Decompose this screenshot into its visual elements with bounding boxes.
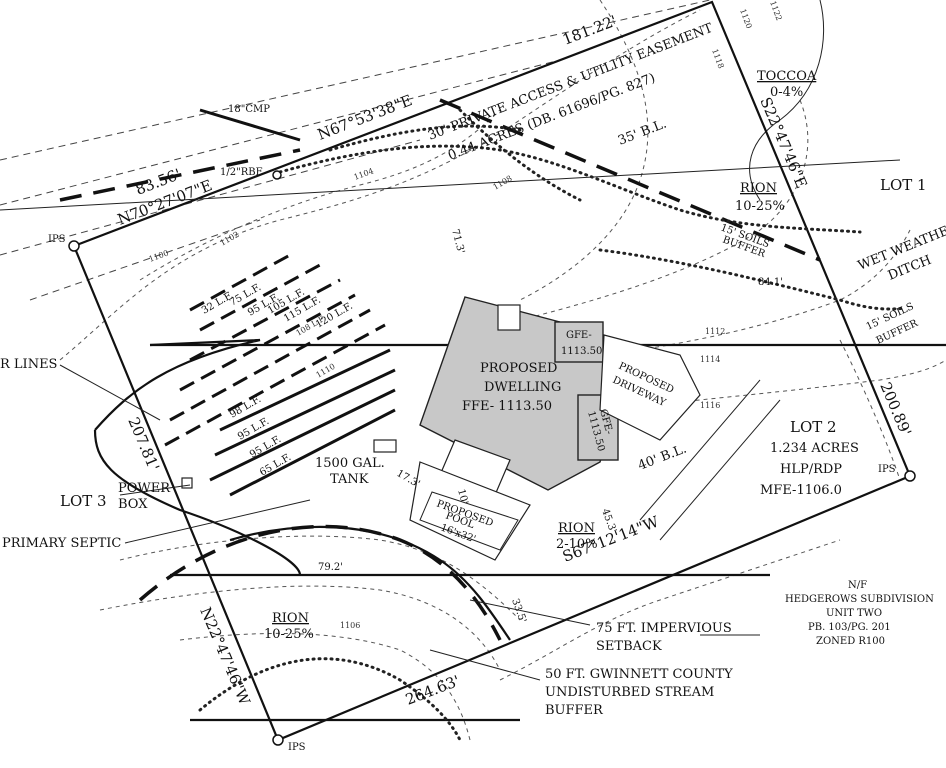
dim-79: 79.2' xyxy=(318,562,343,573)
stream-label-1: 50 FT. GWINNETT COUNTY xyxy=(545,667,733,682)
soil-rion-1: RION xyxy=(740,181,777,196)
contour-label-1102: 1102 xyxy=(219,230,241,248)
dist-top: 181.22' xyxy=(560,12,619,49)
pool-dim: 10' xyxy=(455,488,470,506)
dist-bottom: 264.63' xyxy=(403,672,462,709)
ips-label-tl: IPS xyxy=(48,234,66,245)
tank-label-2: TANK xyxy=(330,472,369,487)
dim-45: 45.3' xyxy=(599,507,618,534)
ips-marker-tl xyxy=(68,240,80,252)
ips-marker-r xyxy=(904,470,916,482)
contour-label-1120: 1120 xyxy=(738,8,753,30)
contour-label-1106: 1106 xyxy=(340,621,360,630)
contour-label-1114: 1114 xyxy=(700,355,720,364)
septic-area xyxy=(93,338,511,641)
rbf-marker xyxy=(272,170,282,180)
lot3-label: LOT 3 xyxy=(60,492,107,510)
soil-rion-1-slope: 10-25% xyxy=(735,199,785,214)
contour-label-1116: 1116 xyxy=(700,401,720,410)
dim-84: 84.1' xyxy=(758,277,783,288)
lines-left-label: R LINES xyxy=(0,357,57,372)
power-label-2: BOX xyxy=(118,497,148,512)
proposed-driveway xyxy=(599,334,701,441)
septic-field-lines xyxy=(164,253,396,497)
bearing-right: S22°47'46"E xyxy=(756,95,810,191)
septic-tank xyxy=(181,439,397,489)
power-label-1: POWER xyxy=(118,481,171,496)
contour-label-1122: 1122 xyxy=(768,0,783,22)
dwelling-label-3: FFE- 1113.50 xyxy=(462,399,552,414)
proposed-dwelling xyxy=(419,296,619,491)
bl-35: 35' B.L. xyxy=(616,117,669,149)
contour-label-1108: 1108 xyxy=(492,174,514,192)
contour-label-1100: 1100 xyxy=(148,248,170,263)
nf-label-3: UNIT TWO xyxy=(826,608,882,619)
stream-label-2: UNDISTURBED STREAM xyxy=(545,685,714,700)
ips-label-r: IPS xyxy=(878,464,896,475)
stream-label-3: BUFFER xyxy=(545,703,604,718)
soil-toccoa-slope: 0-4% xyxy=(770,85,803,100)
ips-label-b: IPS xyxy=(288,742,306,753)
dim-33: 33.5' xyxy=(509,597,528,624)
lot1-label: LOT 1 xyxy=(880,176,927,194)
nf-label-5: ZONED R100 xyxy=(816,636,885,647)
nf-label-2: HEDGEROWS SUBDIVISION xyxy=(785,594,934,605)
impervious-label-1: 75 FT. IMPERVIOUS xyxy=(596,621,732,636)
soil-rion-2: RION xyxy=(558,521,595,536)
dwelling-label-2: DWELLING xyxy=(484,380,561,395)
contour-label-1112: 1112 xyxy=(705,327,725,336)
soil-buffer-lines xyxy=(198,108,907,742)
cmp-label: 18"CMP xyxy=(228,104,270,115)
impervious-label-2: SETBACK xyxy=(596,639,662,654)
dim-71: 71.3' xyxy=(449,228,466,255)
gfe-label-1: GFE- xyxy=(566,330,592,341)
rbf-label: 1/2"RBF xyxy=(220,167,263,178)
lot2-hlp: HLP/RDP xyxy=(780,462,842,477)
leader-lines xyxy=(59,364,760,681)
soil-rion-3: RION xyxy=(272,611,309,626)
nf-label-1: N/F xyxy=(848,580,867,591)
bl-40: 40' B.L. xyxy=(636,442,689,474)
primary-septic-label: PRIMARY SEPTIC xyxy=(2,536,121,551)
tank-label-1: 1500 GAL. xyxy=(315,456,385,471)
lot2-label: LOT 2 xyxy=(790,418,837,436)
dim-17: 17.3' xyxy=(395,468,422,490)
nf-label-4: PB. 103/PG. 201 xyxy=(808,622,891,633)
dist-left: 207.81' xyxy=(124,415,163,474)
soil-toccoa: TOCCOA xyxy=(757,69,817,84)
lot2-mfe: MFE-1106.0 xyxy=(760,483,842,498)
soil-rion-3-slope: 10-25% xyxy=(264,627,314,642)
proposed-pool xyxy=(409,439,531,561)
contour-label-1104: 1104 xyxy=(353,166,375,181)
contour-label-1118: 1118 xyxy=(710,48,725,70)
cmp-pipe xyxy=(199,108,301,142)
lot2-acres: 1.234 ACRES xyxy=(770,441,859,456)
ips-marker-b xyxy=(272,734,284,746)
dwelling-label-1: PROPOSED xyxy=(480,361,557,376)
gfe-label-2: 1113.50 xyxy=(561,346,602,357)
road-lines xyxy=(0,0,711,301)
soil-rion-2-slope: 2-10% xyxy=(556,537,598,552)
